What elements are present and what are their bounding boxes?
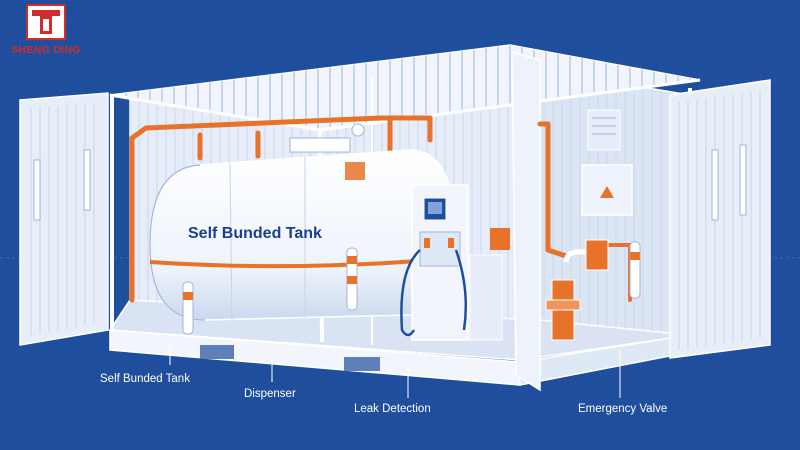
callout-leaders [169,342,621,398]
emergency-valve-assembly [545,239,609,341]
callout-leak-detection: Leak Detection [354,403,431,415]
brand-name: SHENG DING [11,44,81,56]
tank-body-label: Self Bunded Tank [188,225,322,242]
left-door [19,92,109,346]
callout-dispenser: Dispenser [244,388,296,400]
brand-logo: SHENG DING [4,4,88,62]
fuel-dispenser [400,184,510,341]
callout-self-bunded-tank: Self Bunded Tank [100,373,190,385]
sheng-ding-logo-icon [26,4,66,40]
callout-emergency-valve: Emergency Valve [578,403,668,415]
container-roof [109,44,701,132]
control-panel [581,109,633,216]
right-doors [511,51,771,392]
safety-bollards [182,241,641,335]
